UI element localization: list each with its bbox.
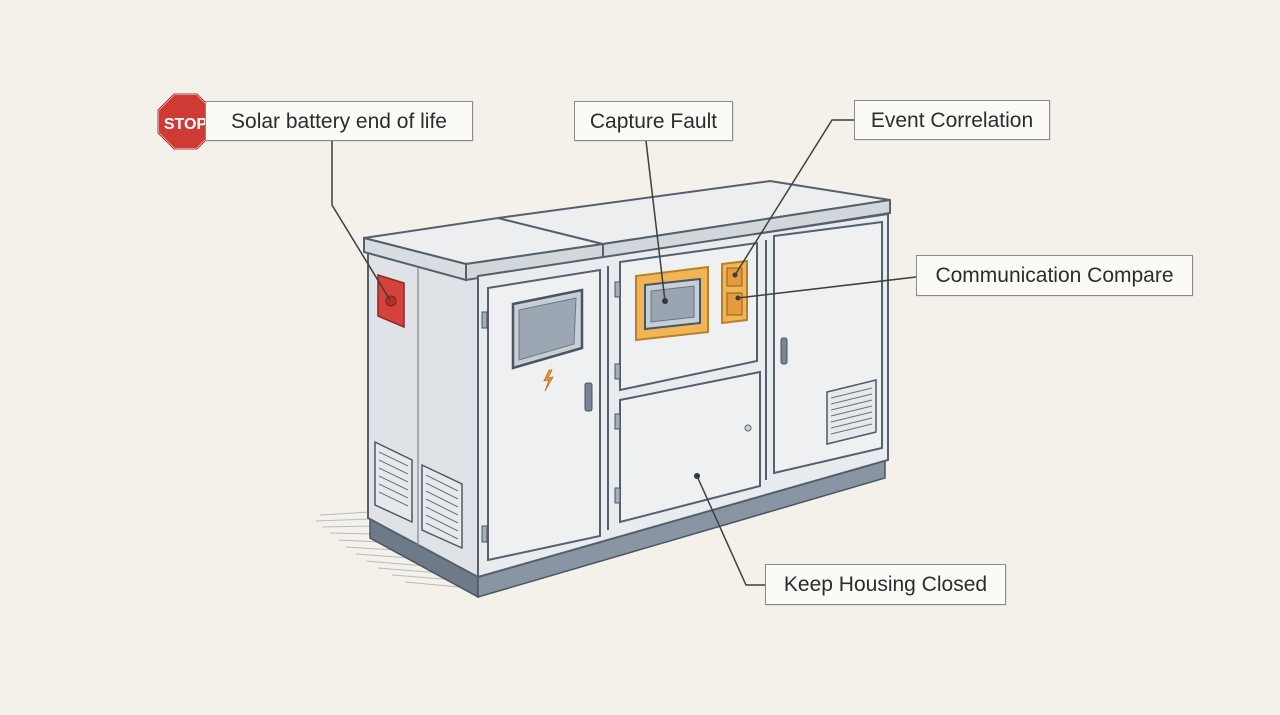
emergency-stop-button: [377, 273, 405, 329]
stop-sign-icon: STOP: [157, 93, 214, 150]
leader-comm: [737, 276, 917, 299]
callout-capture-fault: Capture Fault: [574, 101, 733, 141]
callout-keep-housing-closed: Keep Housing Closed: [765, 564, 1006, 605]
left-door-handle: [584, 382, 593, 412]
middle-lower-door: [619, 370, 761, 524]
callout-solar-battery-text: Solar battery end of life: [231, 109, 447, 133]
callout-event-correlation-text: Event Correlation: [870, 108, 1034, 132]
lightning-icon: [543, 369, 554, 392]
callout-event-correlation: Event Correlation: [854, 100, 1050, 140]
base-plinth: [369, 459, 886, 599]
stop-sign-text: STOP: [164, 116, 208, 133]
right-door-handle: [780, 337, 788, 365]
leader-lines: [331, 119, 917, 586]
callout-communication-compare: Communication Compare: [916, 255, 1193, 296]
callout-communication-compare-text: Communication Compare: [935, 264, 1174, 287]
callout-capture-fault-text: Capture Fault: [589, 109, 718, 133]
right-vent: [826, 379, 877, 445]
callout-solar-battery: Solar battery end of life: [205, 101, 473, 141]
leader-solar: [331, 141, 391, 301]
callout-keep-housing-closed-text: Keep Housing Closed: [783, 573, 988, 596]
leader-keep: [696, 475, 765, 586]
leader-event: [734, 119, 854, 276]
leader-capture: [645, 140, 666, 302]
